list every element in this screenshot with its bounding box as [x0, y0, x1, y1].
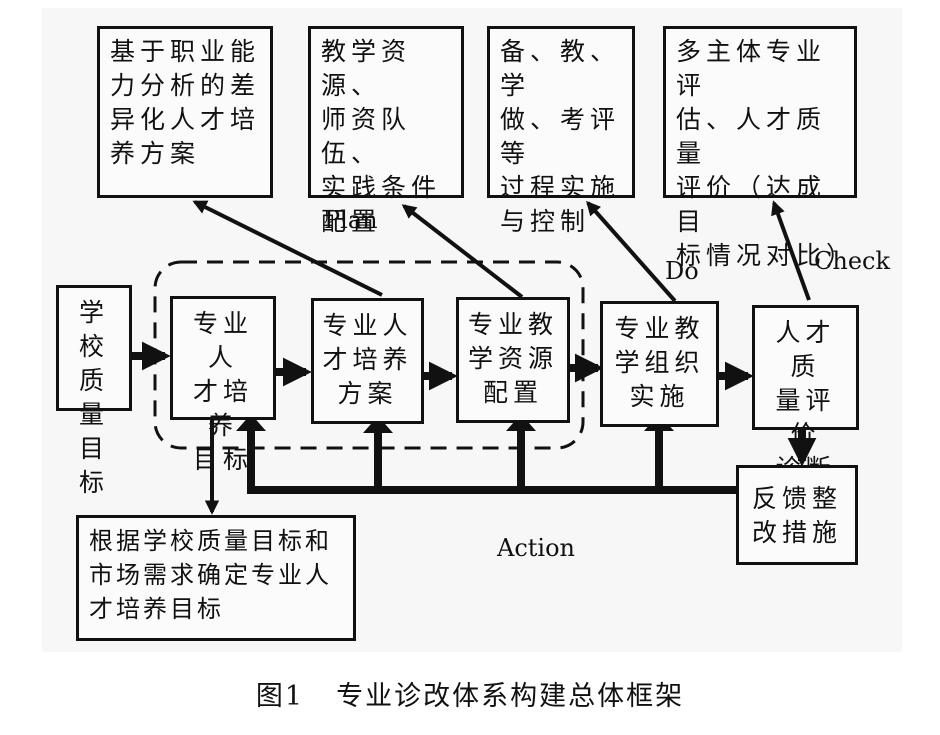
- goal-basis-box: 根据学校质量目标和 市场需求确定专业人 才培养目标: [76, 515, 356, 641]
- arrow-plan-to-scheme: [192, 200, 383, 297]
- plan-label: Plan: [324, 206, 378, 234]
- arrow-teaching-to-process-box: [586, 200, 677, 303]
- feedback-arrowhead-talent-goal: [236, 414, 266, 431]
- training-plan-box: 专业人 才培养 方案: [311, 298, 424, 424]
- do-label: Do: [665, 257, 699, 285]
- resource-config-box: 教学资源、 师资队伍、 实践条件 配置: [308, 26, 464, 236]
- feedback-loop-line: [247, 420, 736, 494]
- teaching-implementation-box: 专业教 学组织 实施: [600, 301, 719, 427]
- check-label: Check: [814, 247, 891, 275]
- process-control-box: 备、教、学 做、考评等 过程实施 与控制: [487, 26, 635, 236]
- arrow-resources-to-config-box: [401, 204, 524, 299]
- school-quality-goal-box: 学校 质量 目标: [56, 285, 132, 497]
- arrow-diagnosis-to-evaluation-box: [771, 200, 811, 301]
- evaluation-box: 多主体专业评 估、人才质量 评价（达成目 标情况对比）: [663, 26, 857, 270]
- feedback-measures-box: 反馈整 改措施: [736, 465, 858, 565]
- action-label: Action: [497, 534, 575, 562]
- resource-config-flow-box: 专业教 学资源 配置: [456, 297, 570, 423]
- feedback-arrowhead-plan: [363, 416, 393, 433]
- talent-goal-box: 专业人 才培养 目标: [170, 296, 276, 474]
- figure-caption: 图1 专业诊改体系构建总体框架: [0, 674, 940, 713]
- talent-scheme-box: 基于职业能 力分析的差 异化人才培 养方案: [97, 26, 273, 198]
- figure-number: 图1: [255, 681, 305, 712]
- quality-diagnosis-box: 人才质 量评价 诊断: [752, 305, 859, 483]
- figure-title: 专业诊改体系构建总体框架: [336, 681, 685, 712]
